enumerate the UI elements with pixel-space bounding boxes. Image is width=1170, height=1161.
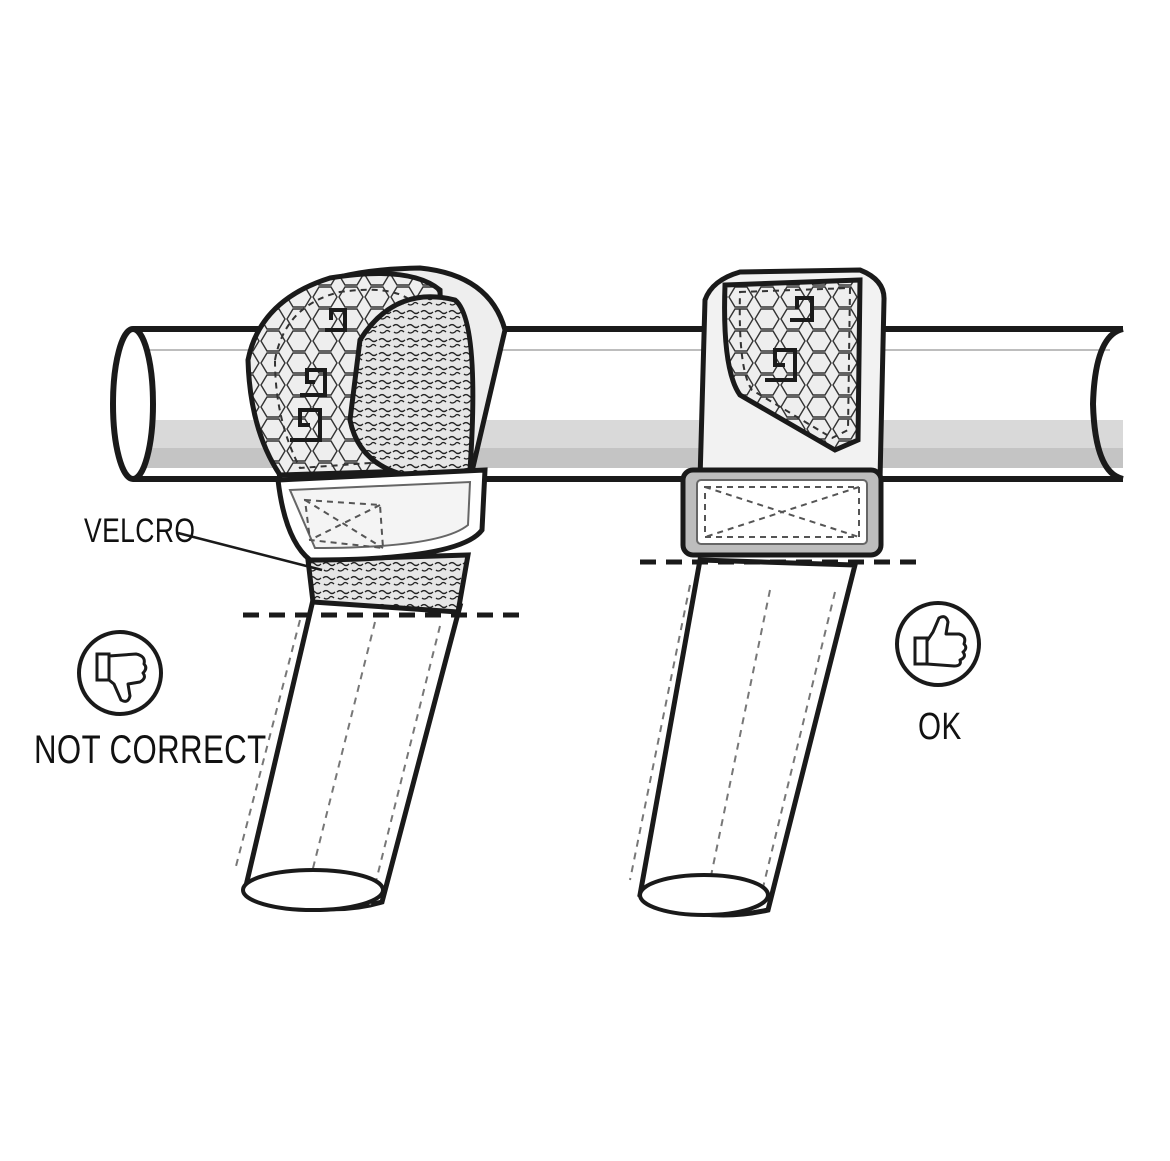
ok-label: OK	[918, 706, 962, 748]
not-correct-label: NOT CORRECT	[34, 728, 267, 772]
strap-correct	[629, 267, 887, 918]
velcro-label: VELCRO	[84, 512, 196, 550]
thumbs-down-icon	[77, 630, 163, 716]
thumbs-up-icon	[895, 601, 981, 687]
strap-incorrect	[234, 265, 508, 912]
velcro-pointer-line	[177, 531, 323, 572]
